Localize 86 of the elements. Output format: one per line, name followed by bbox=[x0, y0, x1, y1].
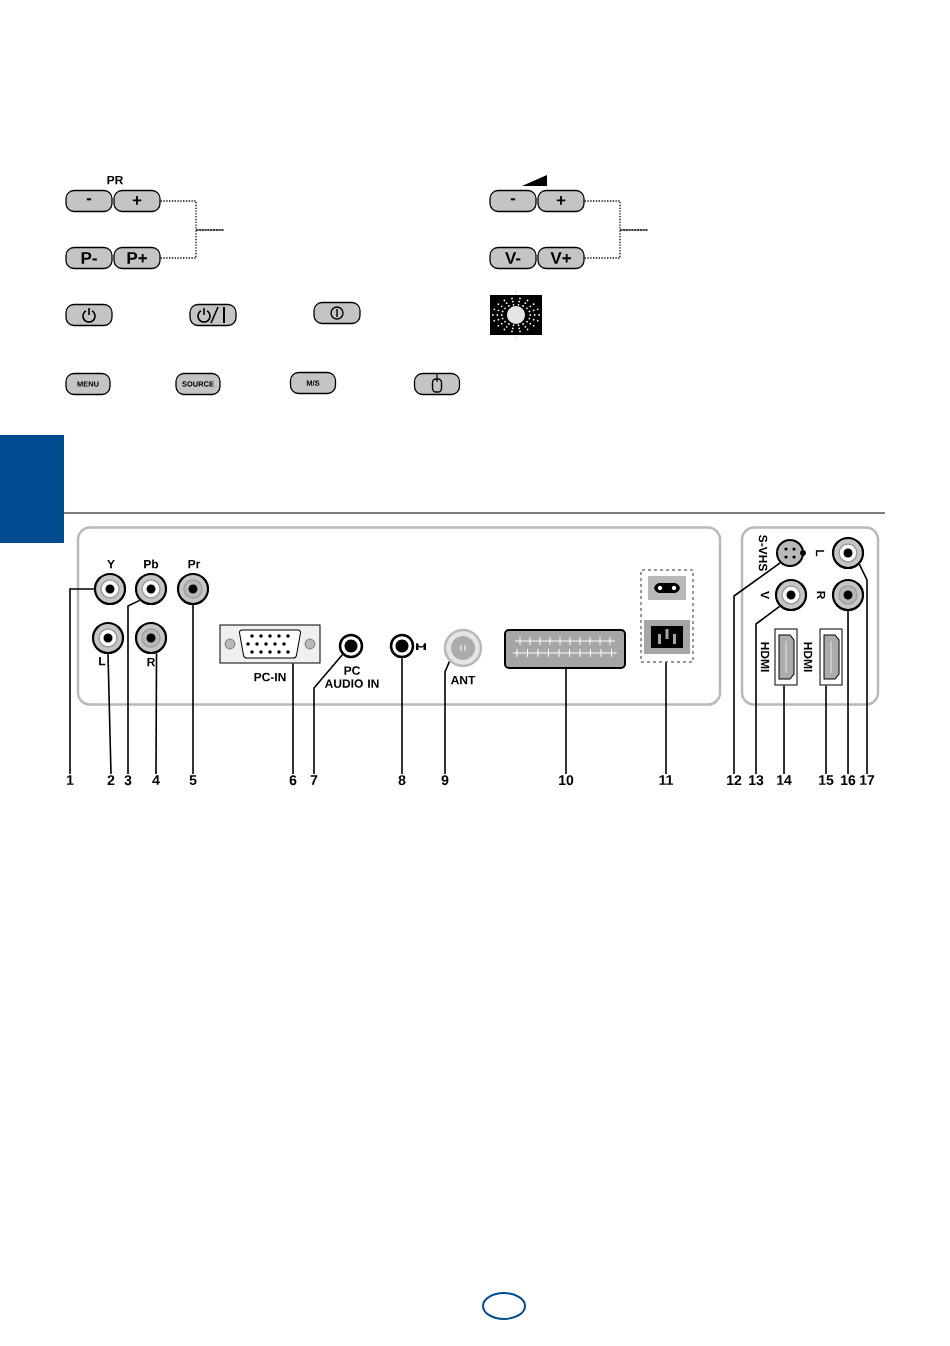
power-socket bbox=[640, 569, 694, 663]
leader-line bbox=[107, 653, 112, 775]
callout-number: 12 bbox=[727, 775, 742, 785]
leader-line bbox=[565, 668, 567, 775]
port-label: Y bbox=[107, 559, 115, 569]
rca-jack bbox=[134, 572, 168, 606]
leader-line bbox=[127, 599, 141, 775]
side-tab bbox=[0, 435, 64, 543]
callout-number: 6 bbox=[289, 775, 297, 786]
scart-socket bbox=[504, 629, 626, 669]
bracket-line bbox=[584, 200, 649, 231]
leader-line bbox=[755, 605, 781, 775]
port-label: Pb bbox=[144, 559, 159, 569]
leader-line bbox=[733, 562, 781, 775]
leader-line bbox=[401, 657, 403, 775]
remote-button: P+ bbox=[113, 246, 161, 270]
port-label: S-VHS bbox=[758, 535, 768, 571]
remote-button: + bbox=[113, 189, 161, 213]
leader-line bbox=[858, 563, 868, 775]
remote-button: V+ bbox=[537, 246, 585, 270]
callout-number: 1 bbox=[67, 775, 74, 785]
remote-button bbox=[413, 372, 461, 396]
port-label: R bbox=[816, 591, 826, 600]
rca-jack bbox=[134, 621, 168, 655]
remote-button: P- bbox=[65, 246, 113, 270]
svhs-socket bbox=[776, 539, 806, 567]
rca-jack bbox=[93, 572, 127, 606]
standby-button bbox=[313, 301, 361, 325]
callout-number: 9 bbox=[441, 775, 449, 786]
leader-line bbox=[292, 662, 294, 775]
power-button bbox=[65, 303, 113, 327]
callout-number: 5 bbox=[189, 775, 197, 785]
leader-line bbox=[825, 684, 827, 775]
callout-number: 15 bbox=[819, 775, 834, 785]
leader-line bbox=[192, 604, 194, 775]
callout-number: 16 bbox=[841, 775, 856, 786]
callout-number: 11 bbox=[659, 775, 674, 785]
audio-jack bbox=[389, 633, 415, 659]
port-label: L bbox=[815, 550, 825, 557]
rca-jack bbox=[91, 621, 125, 655]
sunburst-drawing bbox=[490, 288, 542, 342]
callout-number: 13 bbox=[749, 775, 764, 786]
remote-button: + bbox=[537, 189, 585, 213]
port-label: ANT bbox=[450, 675, 476, 685]
callout-number: 14 bbox=[777, 775, 792, 785]
leader-line bbox=[155, 652, 158, 775]
audio-jack bbox=[338, 633, 364, 659]
port-label: PC AUDIO IN bbox=[324, 666, 379, 688]
antenna-socket bbox=[443, 628, 483, 668]
hdmi-port bbox=[774, 628, 798, 686]
bracket-line bbox=[584, 229, 649, 259]
leader-line bbox=[847, 610, 849, 775]
port-label: Pr bbox=[188, 559, 201, 569]
remote-button: - bbox=[65, 189, 113, 213]
callout-number: 4 bbox=[152, 775, 160, 785]
port-label: PC-IN bbox=[254, 672, 286, 682]
connector-panel bbox=[76, 526, 722, 706]
port-label: HDMI bbox=[760, 642, 770, 672]
button-label: PR bbox=[107, 175, 124, 185]
rca-jack bbox=[831, 536, 865, 570]
callout-number: 10 bbox=[559, 775, 574, 786]
callout-number: 8 bbox=[398, 775, 406, 786]
remote-button: V- bbox=[489, 246, 537, 270]
leader-line bbox=[444, 660, 451, 775]
vga-port bbox=[219, 624, 321, 664]
hdmi-port bbox=[819, 628, 843, 686]
power-button bbox=[189, 303, 237, 327]
port-label: R bbox=[147, 657, 156, 667]
remote-button: - bbox=[489, 189, 537, 213]
port-label: HDMI bbox=[803, 642, 813, 672]
bracket-line bbox=[160, 200, 225, 231]
callout-number: 17 bbox=[860, 775, 875, 785]
port-label: L bbox=[99, 656, 106, 666]
callout-number: 2 bbox=[107, 775, 115, 785]
connector-panel bbox=[740, 526, 880, 706]
bracket-line bbox=[160, 229, 225, 259]
rca-jack bbox=[831, 578, 865, 612]
rca-jack bbox=[176, 572, 210, 606]
rca-jack bbox=[774, 578, 808, 612]
callout-number: 3 bbox=[124, 775, 132, 786]
leader-line bbox=[313, 653, 344, 775]
leader-line bbox=[69, 588, 95, 775]
callout-number: 7 bbox=[310, 775, 318, 785]
leader-line bbox=[783, 684, 785, 775]
leader-line bbox=[665, 661, 667, 775]
port-label: V bbox=[760, 591, 770, 599]
